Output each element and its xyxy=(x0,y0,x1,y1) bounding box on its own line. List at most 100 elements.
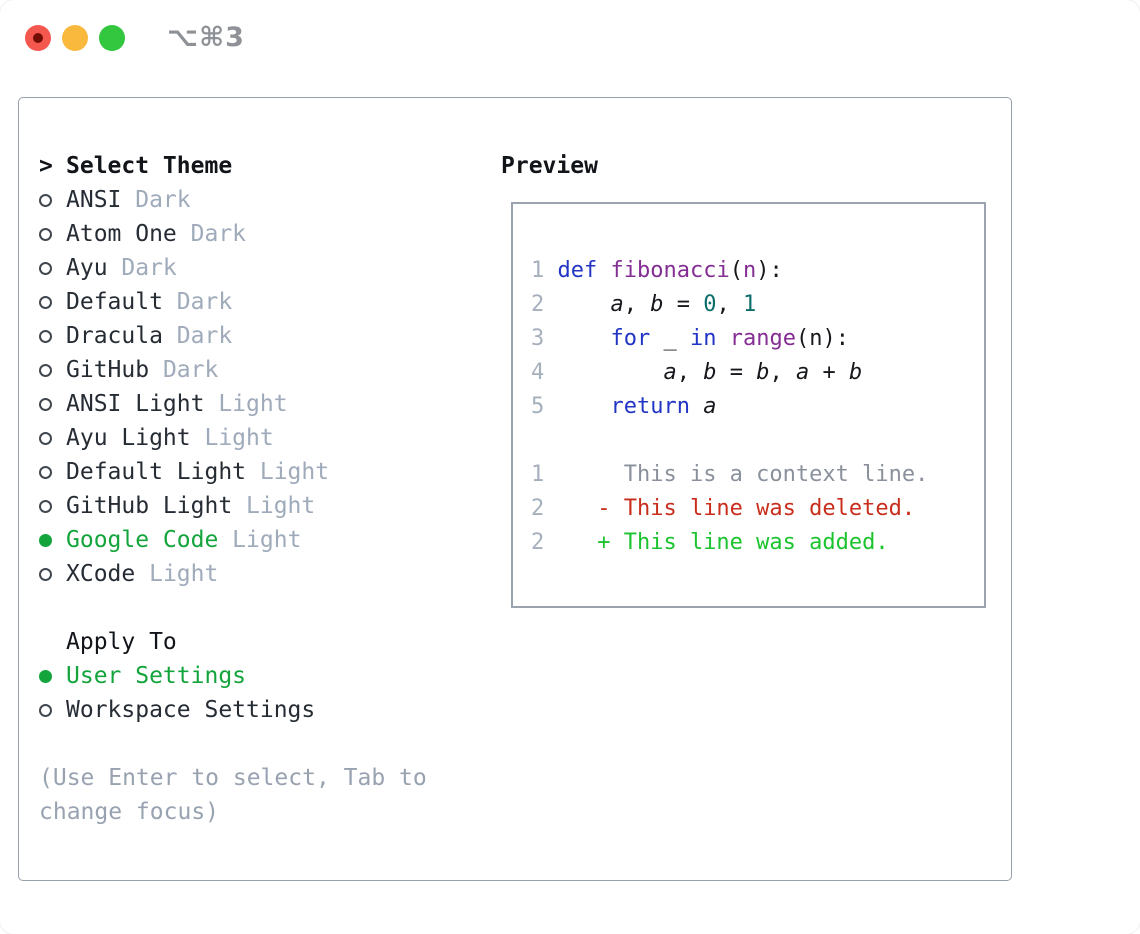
theme-option[interactable]: Google Code Light xyxy=(39,523,427,557)
code-token: _ xyxy=(650,326,690,351)
code-line: 1 def fibonacci(n): xyxy=(531,254,928,288)
line-number: 4 xyxy=(531,360,558,385)
code-token: 1 xyxy=(742,292,757,317)
apply-to-title: Apply To xyxy=(66,629,177,655)
radio-unselected-icon xyxy=(39,465,52,479)
code-token: a xyxy=(663,360,677,385)
theme-variant-badge: Light xyxy=(204,391,288,417)
line-number: 2 xyxy=(531,292,558,317)
radio-unselected-icon xyxy=(39,193,52,207)
theme-option[interactable]: XCode Light xyxy=(39,557,427,591)
minimize-button[interactable] xyxy=(62,25,88,51)
radio-unselected-icon xyxy=(39,499,52,513)
theme-name: XCode xyxy=(66,561,136,587)
code-token: for xyxy=(610,326,651,351)
theme-name: ANSI Light xyxy=(66,391,205,417)
radio-indicator xyxy=(39,329,66,343)
theme-option[interactable]: GitHub Light Light xyxy=(39,489,427,523)
diff-text: + This line was added. xyxy=(544,530,889,555)
spacer-row xyxy=(39,591,427,625)
line-number: 3 xyxy=(531,326,558,351)
line-number: 1 xyxy=(531,462,545,487)
code-token: range xyxy=(729,326,796,351)
apply-option[interactable]: User Settings xyxy=(39,659,427,693)
code-token xyxy=(597,258,610,283)
diff-text: This is a context line. xyxy=(544,462,929,487)
help-text-line2: change focus) xyxy=(39,799,220,825)
code-token: 0 xyxy=(703,292,717,317)
code-token xyxy=(716,326,729,351)
radio-indicator xyxy=(39,227,66,241)
line-number: 2 xyxy=(531,530,545,555)
code-token: = xyxy=(663,292,704,317)
theme-option[interactable]: ANSI Dark xyxy=(39,183,427,217)
close-dot-icon xyxy=(33,33,43,43)
theme-variant-badge: Light xyxy=(135,561,219,587)
theme-option[interactable]: GitHub Dark xyxy=(39,353,427,387)
theme-option[interactable]: Default Dark xyxy=(39,285,427,319)
radio-unselected-icon xyxy=(39,363,52,377)
code-token xyxy=(558,360,664,385)
theme-variant-badge: Dark xyxy=(162,323,233,349)
diff-line-deleted: 2 - This line was deleted. xyxy=(531,492,928,526)
apply-option-label: User Settings xyxy=(66,663,247,689)
theme-variant-badge: Dark xyxy=(162,289,233,315)
help-text-line1: (Use Enter to select, Tab to xyxy=(39,765,427,791)
radio-selected-icon xyxy=(39,669,52,683)
radio-unselected-icon xyxy=(39,397,52,411)
theme-variant-badge: Light xyxy=(190,425,274,451)
code-token: def xyxy=(557,258,598,283)
code-token: b xyxy=(756,360,770,385)
code-token: , xyxy=(623,292,651,317)
diff-line-added: 2 + This line was added. xyxy=(531,526,928,560)
preview-title: Preview xyxy=(501,153,598,179)
radio-unselected-icon xyxy=(39,567,52,581)
theme-variant-badge: Light xyxy=(232,493,316,519)
select-theme-header: > Select Theme xyxy=(39,149,427,183)
spacer-row xyxy=(39,727,427,761)
theme-option[interactable]: Atom One Dark xyxy=(39,217,427,251)
radio-indicator xyxy=(39,703,66,717)
theme-variant-badge: Light xyxy=(218,527,302,553)
theme-option[interactable]: Default Light Light xyxy=(39,455,427,489)
radio-unselected-icon xyxy=(39,295,52,309)
theme-option[interactable]: Ayu Dark xyxy=(39,251,427,285)
close-button[interactable] xyxy=(25,25,51,51)
zoom-button[interactable] xyxy=(99,25,125,51)
theme-name: GitHub xyxy=(66,357,150,383)
theme-option[interactable]: Ayu Light Light xyxy=(39,421,427,455)
radio-unselected-icon xyxy=(39,703,52,717)
theme-name: Google Code xyxy=(66,527,219,553)
traffic-lights xyxy=(25,25,125,51)
window-title: ⌥⌘3 xyxy=(167,22,245,53)
radio-indicator xyxy=(39,193,66,207)
diff-text: - This line was deleted. xyxy=(544,496,916,521)
radio-unselected-icon xyxy=(39,261,52,275)
theme-name: Default xyxy=(66,289,163,315)
apply-to-header: Apply To xyxy=(39,625,427,659)
code-token: , xyxy=(769,360,796,385)
radio-indicator xyxy=(39,363,66,377)
theme-option[interactable]: ANSI Light Light xyxy=(39,387,427,421)
code-token: b xyxy=(848,360,863,385)
theme-name: Ayu Light xyxy=(66,425,191,451)
code-token: + xyxy=(809,360,849,385)
code-line: 4 a, b = b, a + b xyxy=(531,356,928,390)
apply-option[interactable]: Workspace Settings xyxy=(39,693,427,727)
focus-caret-icon: > xyxy=(39,153,53,179)
radio-indicator xyxy=(39,261,66,275)
theme-option[interactable]: Dracula Dark xyxy=(39,319,427,353)
code-token: , xyxy=(676,360,704,385)
titlebar: ⌥⌘3 xyxy=(0,0,1140,77)
code-token: b xyxy=(650,292,664,317)
theme-variant-badge: Dark xyxy=(121,187,191,213)
select-theme-title: Select Theme xyxy=(66,153,233,179)
radio-indicator xyxy=(39,295,66,309)
code-token: return xyxy=(610,394,690,419)
radio-unselected-icon xyxy=(39,329,52,343)
